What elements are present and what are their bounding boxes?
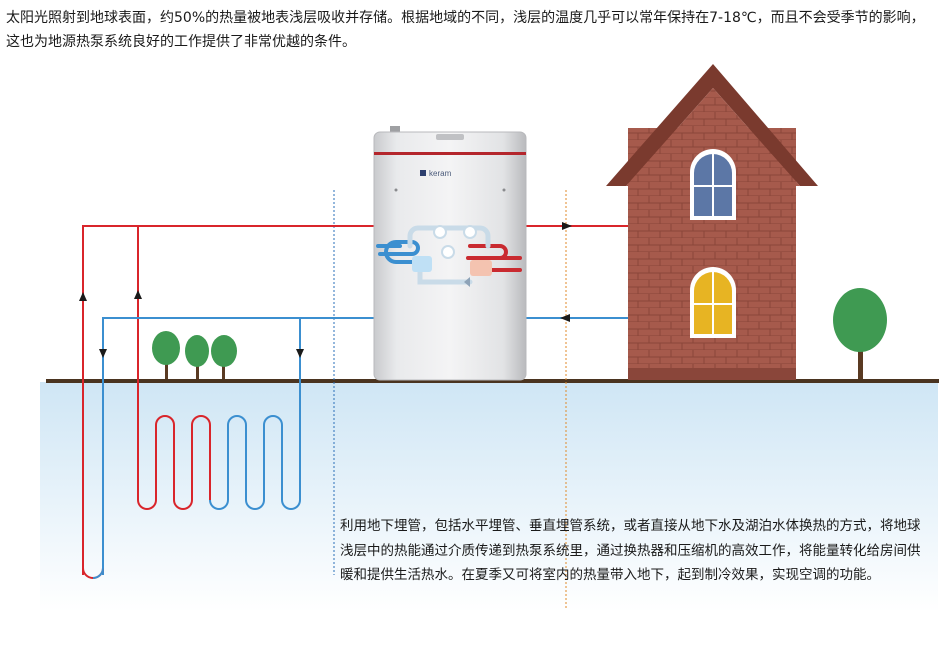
tree-icon [152, 331, 180, 379]
arrow-up-icon [79, 292, 87, 301]
ground-soil [40, 382, 938, 612]
tree-icon [185, 335, 209, 379]
horizontal-ground-loop [137, 415, 301, 510]
brand-label: keram [429, 169, 452, 178]
ground-line [46, 379, 939, 383]
tree-icon [833, 288, 887, 379]
arrow-down-icon [99, 349, 107, 358]
heat-pump-unit-icon: keram [373, 126, 527, 381]
arrow-up-icon [134, 290, 142, 299]
tree-icon [211, 335, 237, 379]
window-yellow [690, 267, 736, 338]
description-paragraph: 利用地下埋管，包括水平埋管、垂直埋管系统，或者直接从地下水及湖泊水体换热的方式，… [340, 518, 921, 583]
arrow-right-icon [562, 222, 572, 230]
window-blue [690, 149, 736, 220]
house-icon [606, 64, 818, 380]
intro-paragraph: 太阳光照射到地球表面，约50%的热量被地表浅层吸收并存储。根据地域的不同，浅层的… [6, 10, 925, 50]
arrow-left-icon [560, 314, 570, 322]
arrow-down-icon [296, 349, 304, 358]
